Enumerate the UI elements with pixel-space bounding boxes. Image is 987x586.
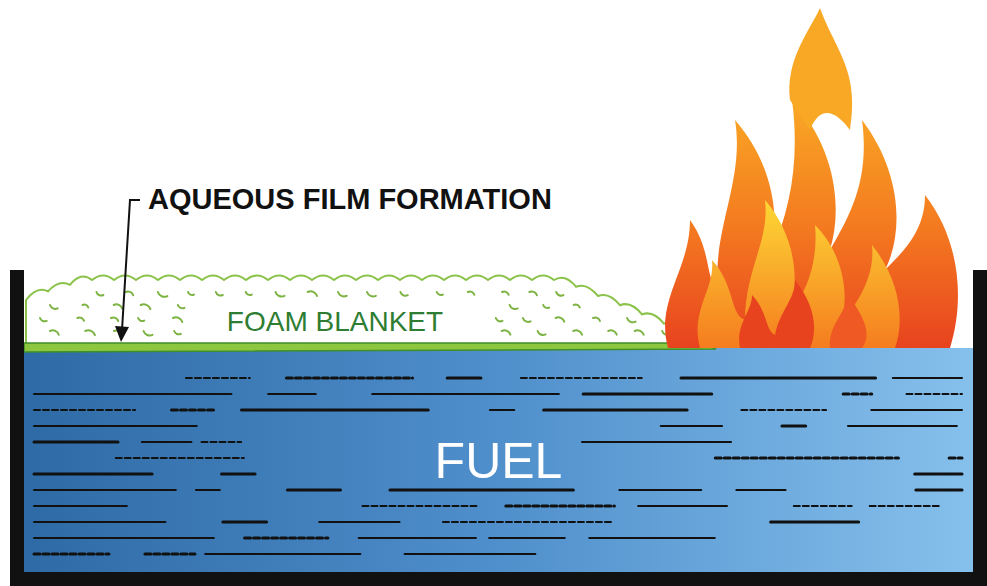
tank-wall [10,270,987,586]
foam-blanket: FOAM BLANKET [180,302,490,342]
region-label: FUEL [435,432,563,490]
leader-arrow [115,200,140,342]
fuel-liquid [24,348,973,572]
region-label: FOAM BLANKET [227,306,443,338]
flames [665,8,958,348]
aqueous-film [24,343,716,352]
callout-label: AQUEOUS FILM FORMATION [148,183,552,216]
fuel-region: FUEL [24,356,973,566]
fuel-texture [34,378,962,554]
foam-outline [26,276,712,345]
